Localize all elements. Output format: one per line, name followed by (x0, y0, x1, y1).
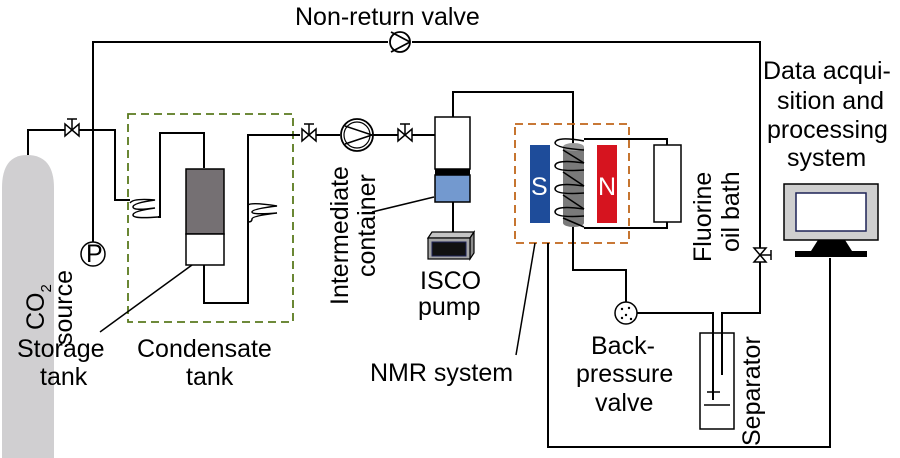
back-pressure-valve-label-line3: valve (595, 389, 653, 417)
needle-valve-icon (64, 118, 80, 138)
isco-pump-label-line1: ISCO (420, 267, 481, 295)
coil-left-icon (129, 198, 159, 219)
svg-text:source: source (50, 270, 78, 345)
separator-label: Separator (738, 336, 766, 446)
non-return-valve-icon (389, 31, 411, 53)
storage-tank-label-line2: tank (40, 363, 88, 391)
daq-label-line1: Data acqui- (763, 57, 891, 85)
svg-text:oil bath: oil bath (717, 171, 745, 252)
daq-label-line2: sition and (777, 87, 884, 115)
back-pressure-valve-label-line1: Back- (591, 332, 655, 360)
needle-valve-icon (301, 123, 317, 143)
svg-text:P: P (86, 240, 103, 268)
co2-source-cylinder (2, 155, 54, 458)
fluorine-oil-bath-label: Fluorine oil bath (689, 171, 745, 262)
fluorine-oil-bath-heater (653, 144, 682, 223)
monitor-icon (783, 183, 879, 257)
pump-icon (340, 118, 374, 152)
coil-right-icon (247, 202, 278, 223)
svg-text:Fluorine: Fluorine (689, 172, 717, 262)
intermediate-container-label: Intermediate container (326, 166, 381, 305)
separator-vessel (699, 332, 735, 430)
intermediate-container (434, 116, 471, 203)
pressure-gauge-icon: P (80, 240, 106, 268)
svg-text:Separator: Separator (738, 336, 766, 446)
back-pressure-valve-label-line2: pressure (576, 360, 673, 388)
needle-valve-icon (397, 123, 413, 143)
return-line (92, 41, 761, 265)
svg-text:S: S (531, 173, 548, 201)
svg-text:Intermediate: Intermediate (326, 166, 354, 305)
storage-tank (185, 168, 225, 266)
daq-label-line4: system (787, 144, 866, 172)
isco-pump-label-line2: pump (418, 293, 481, 321)
storage-tank-label-line1: Storage (17, 335, 105, 363)
needle-valve-icon (752, 247, 772, 263)
magnet-s: S (530, 145, 550, 223)
svg-text:container: container (353, 174, 381, 277)
rf-coil-icon (554, 138, 585, 228)
condensate-tank-box (127, 113, 294, 323)
condensate-tank-label-line2: tank (186, 363, 234, 391)
isco-pump-icon (426, 230, 476, 261)
non-return-valve-label: Non-return valve (295, 3, 480, 31)
svg-text:N: N (598, 173, 616, 201)
svg-text:CO2: CO2 (22, 284, 55, 330)
back-pressure-valve-icon (614, 301, 638, 325)
condensate-tank-label-line1: Condensate (137, 335, 272, 363)
magnet-n: N (597, 145, 617, 223)
daq-label-line3: processing (767, 116, 888, 144)
co2-source-label: CO2 source (22, 270, 78, 345)
nmr-system-label: NMR system (370, 359, 513, 387)
